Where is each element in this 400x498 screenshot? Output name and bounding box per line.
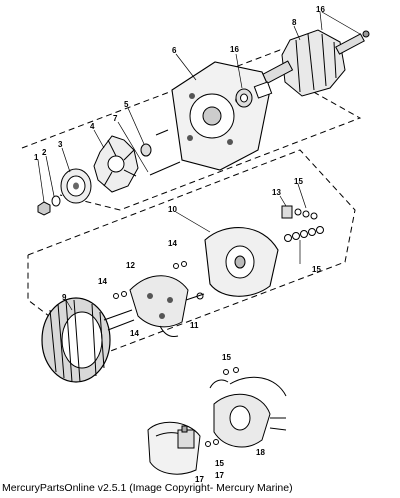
rectifier-bridge	[129, 275, 189, 337]
slip-ring-end-frame	[204, 227, 279, 297]
callout-12: 12	[126, 261, 135, 270]
callout-15-lower: 15	[215, 459, 224, 468]
callout-5: 5	[124, 100, 129, 109]
pulley	[60, 168, 92, 204]
callout-4: 4	[90, 122, 95, 131]
callout-8: 8	[292, 18, 297, 27]
assembly-outline-upper	[21, 49, 362, 211]
callout-18: 18	[256, 448, 265, 457]
brush-holder	[177, 425, 195, 449]
callout-15-top: 15	[294, 177, 303, 186]
front-bearing	[235, 81, 273, 108]
leader-lines	[37, 11, 361, 311]
callout-14-top: 14	[168, 239, 177, 248]
callout-6: 6	[172, 46, 177, 55]
callout-14-mid: 14	[130, 329, 139, 338]
spacer-and-screws	[140, 129, 181, 176]
lock-washer	[51, 195, 61, 207]
callout-9: 9	[62, 293, 67, 302]
callout-16-top: 16	[316, 5, 325, 14]
front-housing	[171, 61, 271, 171]
callout-labels: 1 2 3 4 5 6 7 8 9 10 11 12 13 14 14 14 1…	[34, 5, 325, 484]
bottom-screws	[205, 367, 287, 447]
stator	[41, 297, 111, 383]
callout-17-right: 17	[215, 471, 224, 480]
fan	[93, 135, 139, 193]
callout-7: 7	[113, 114, 118, 123]
callout-1: 1	[34, 153, 39, 162]
callout-14-left: 14	[98, 277, 107, 286]
terminal-hardware	[281, 205, 324, 242]
callout-17-left: 17	[195, 475, 204, 484]
callout-2: 2	[42, 148, 47, 157]
rear-bearing-cover	[209, 376, 287, 448]
callout-11: 11	[190, 321, 199, 330]
callout-16-mid: 16	[230, 45, 239, 54]
copyright-footer: MercuryPartsOnline v2.5.1 (Image Copyrig…	[2, 482, 293, 494]
callout-13: 13	[272, 188, 281, 197]
pulley-nut	[37, 201, 51, 216]
callout-15-right: 15	[312, 265, 321, 274]
callout-10: 10	[168, 205, 177, 214]
rotor-assembly	[258, 29, 370, 97]
mounting-screws	[103, 261, 205, 331]
callout-3: 3	[58, 140, 63, 149]
callout-15-bottom: 15	[222, 353, 231, 362]
assembly-outline-lower	[27, 149, 356, 356]
